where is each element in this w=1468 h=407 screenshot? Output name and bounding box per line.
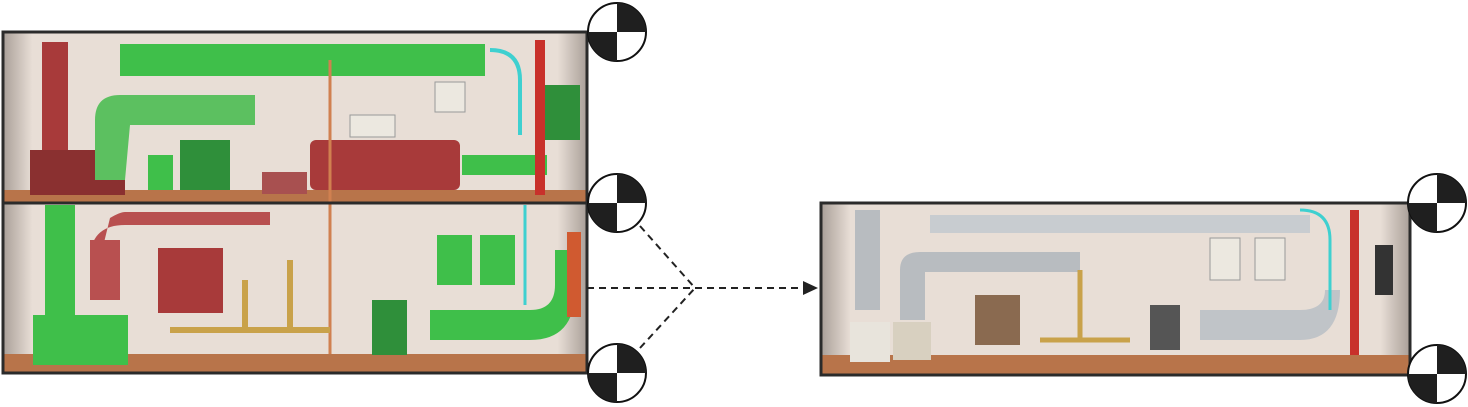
red-duct-down	[90, 240, 120, 300]
green-duct-riser	[45, 205, 75, 320]
right-frame	[819, 201, 1412, 377]
green-duct	[95, 95, 255, 180]
level-marker-icon	[1407, 344, 1467, 404]
cable-tray	[930, 215, 1310, 233]
control-box	[434, 81, 466, 113]
grey-duct	[900, 252, 1080, 320]
green-duct	[430, 250, 575, 340]
green-duct-short	[462, 155, 547, 175]
highlighted-section-view	[1, 30, 589, 375]
red-pipe-riser	[535, 40, 545, 195]
green-panel	[545, 85, 580, 140]
arrow-head-icon	[803, 281, 818, 295]
level-marker-icon	[1407, 173, 1467, 233]
pump	[975, 295, 1020, 345]
level-marker-icon	[587, 343, 647, 403]
lower-floor	[3, 354, 587, 373]
red-sofa	[310, 140, 460, 190]
red-shelf	[158, 248, 223, 313]
red-duct-riser	[42, 42, 68, 162]
green-pump	[180, 140, 230, 190]
green-box	[148, 155, 173, 190]
cyan-pipe	[1299, 208, 1332, 310]
upper-floor	[3, 190, 587, 202]
small-cabinet	[262, 172, 307, 194]
duct-riser	[855, 210, 880, 310]
pump	[1150, 305, 1180, 350]
red-duct	[90, 212, 270, 300]
flow-arrow-icon	[587, 225, 805, 349]
level-marker-icon	[587, 2, 647, 62]
control-panel	[1375, 245, 1393, 295]
panel	[1209, 237, 1241, 281]
green-panel	[480, 235, 515, 285]
cyan-pipe	[489, 48, 522, 135]
grey-duct	[1200, 290, 1340, 340]
realistic-section-view	[819, 201, 1412, 377]
green-cable-tray	[120, 44, 485, 76]
green-panel	[437, 235, 472, 285]
control-box	[349, 114, 396, 138]
floor	[821, 355, 1410, 375]
red-panel	[567, 232, 581, 317]
brass-piping	[1040, 270, 1130, 343]
ac-unit	[893, 322, 931, 360]
brass-piping	[170, 260, 330, 333]
level-marker-icon	[587, 173, 647, 233]
green-pump	[372, 300, 407, 355]
red-pipe-riser	[1350, 210, 1359, 355]
ac-unit	[850, 322, 890, 362]
panel	[1254, 237, 1286, 281]
green-ac-unit	[33, 315, 128, 365]
